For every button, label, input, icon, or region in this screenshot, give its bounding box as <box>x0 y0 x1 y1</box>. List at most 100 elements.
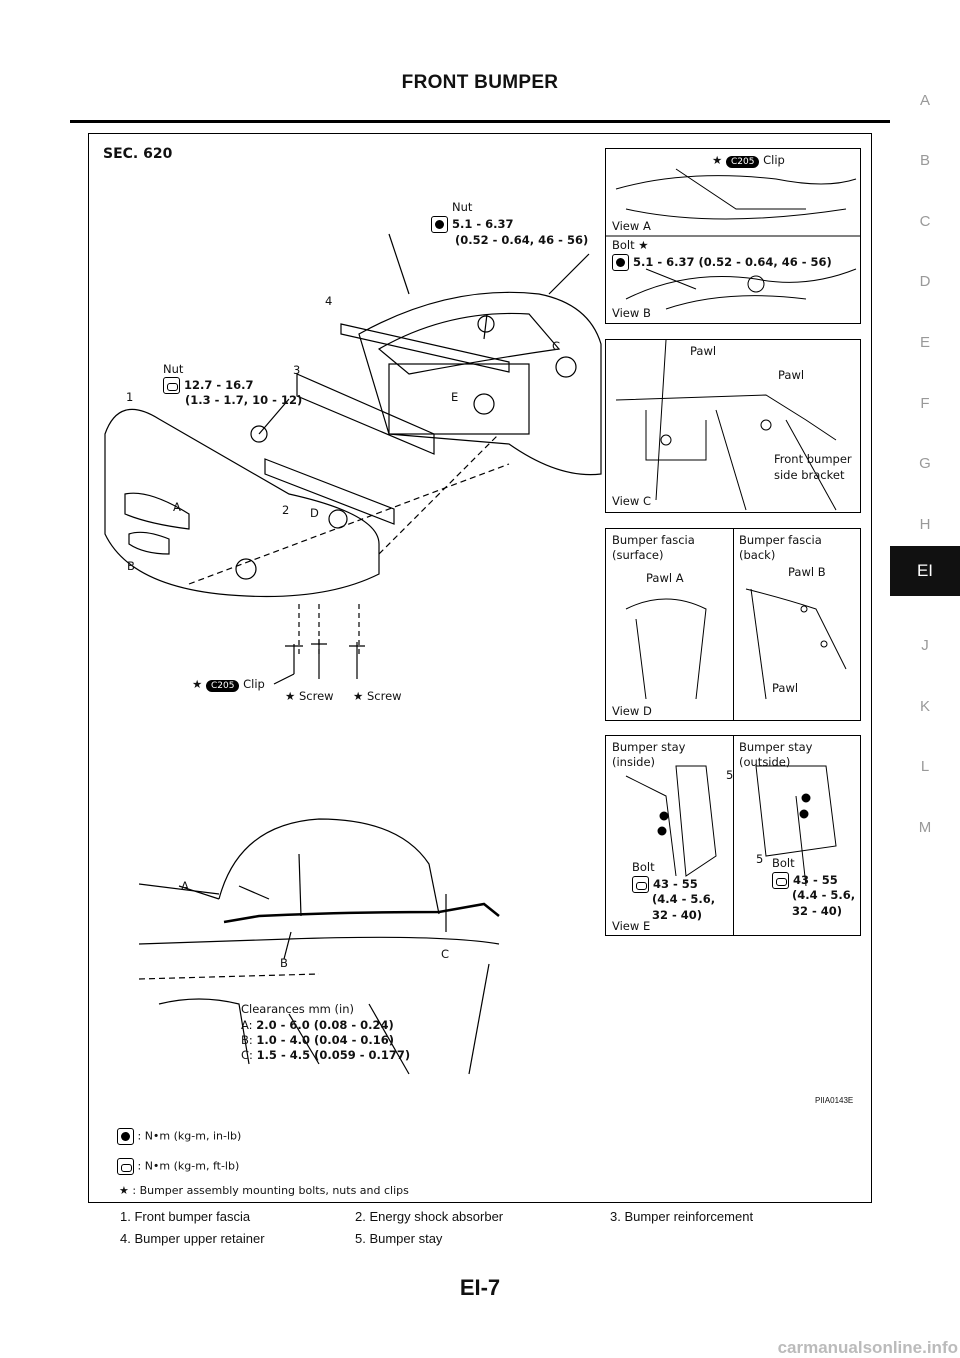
torque-wrench-ft-icon <box>632 876 649 893</box>
view-d-illustration <box>625 588 847 700</box>
view-d-divider <box>733 529 734 720</box>
view-e-bolt-right: Bolt <box>772 856 795 870</box>
star-icon <box>712 153 722 167</box>
clearance-title: Clearances mm (in) <box>241 1002 354 1016</box>
view-e-torque-l-2: (4.4 - 5.6, <box>652 892 716 906</box>
view-d-caption: View D <box>612 704 652 718</box>
legend-row-3: : Bumper assembly mounting bolts, nuts a… <box>132 1184 409 1197</box>
clearance-b-value: 1.0 - 4.0 (0.04 - 0.16) <box>256 1033 394 1047</box>
part-4: 4. Bumper upper retainer <box>120 1231 265 1246</box>
tab-e[interactable]: E <box>919 334 930 351</box>
watermark: carmanualsonline.info <box>777 1338 958 1357</box>
view-d-panel: Bumper fascia (surface) Bumper fascia (b… <box>605 528 861 721</box>
view-b-torque: 5.1 - 6.37 (0.52 - 0.64, 46 - 56) <box>633 255 832 269</box>
view-b-bolt-label: Bolt <box>612 238 635 252</box>
screw-label-2: Screw <box>366 689 402 703</box>
clearance-a-key: A: <box>241 1018 253 1032</box>
tab-ei-active[interactable]: EI <box>890 546 960 596</box>
callout-d: D <box>310 506 319 520</box>
view-c-panel: Pawl Pawl Front bumper side bracket View… <box>605 339 861 513</box>
tab-f[interactable]: F <box>920 395 930 412</box>
torque-wrench-ft-icon <box>117 1158 134 1175</box>
figure-frame: SEC. 620 <box>88 133 872 1203</box>
nut-top-torque-2: (0.52 - 0.64, 46 - 56) <box>455 233 589 247</box>
clearance-illustration <box>139 818 500 1075</box>
callout-2: 2 <box>282 503 290 517</box>
view-c-pawl-2: Pawl <box>778 368 805 382</box>
star-icon <box>119 1184 129 1197</box>
nut-left-torque-2: (1.3 - 1.7, 10 - 12) <box>185 393 303 407</box>
callout-3: 3 <box>293 363 301 377</box>
part-5: 5. Bumper stay <box>355 1231 443 1246</box>
view-e-torque-l-1: 43 - 55 <box>653 877 698 891</box>
tab-d[interactable]: D <box>919 273 931 290</box>
screw-label-1: Screw <box>298 689 334 703</box>
tab-g[interactable]: G <box>919 455 931 472</box>
tab-a[interactable]: A <box>919 92 930 109</box>
view-c-caption: View C <box>612 494 651 508</box>
view-e-torque-r-3: 32 - 40) <box>792 904 843 918</box>
star-icon <box>192 677 202 691</box>
torque-wrench-ft-icon <box>163 377 180 394</box>
view-e-right-title-2: (outside) <box>739 755 791 769</box>
part-3: 3. Bumper reinforcement <box>610 1209 754 1224</box>
torque-wrench-ft-icon <box>772 872 789 889</box>
tab-j[interactable]: J <box>921 637 929 654</box>
nut-left-torque-1: 12.7 - 16.7 <box>184 378 254 392</box>
clearance-a-value: 2.0 - 6.0 (0.08 - 0.24) <box>256 1018 394 1032</box>
view-ab-panel: C205 Clip View A Bolt 5.1 - 6.37 (0.52 -… <box>605 148 861 324</box>
view-a-caption: View A <box>612 219 651 233</box>
exploded-bumper-illustration <box>104 233 602 685</box>
view-a-clip-label: Clip <box>763 153 785 167</box>
callout-e: E <box>451 390 459 404</box>
part-2: 2. Energy shock absorber <box>355 1209 504 1224</box>
view-c-pawl-1: Pawl <box>690 344 717 358</box>
callout-c: C <box>552 339 561 353</box>
view-d-right-title-2: (back) <box>739 548 776 562</box>
torque-wrench-icon <box>117 1128 134 1145</box>
tab-c[interactable]: C <box>919 213 931 230</box>
callout-1: 1 <box>126 390 134 404</box>
clip-label: Clip <box>243 677 265 691</box>
legend-row-1: : N•m (kg-m, in-lb) <box>137 1129 242 1143</box>
callout-b: B <box>127 559 135 573</box>
view-e-illustration <box>625 765 837 887</box>
figure-id-code: PIIA0143E <box>815 1096 854 1105</box>
page-title: FRONT BUMPER <box>401 72 559 93</box>
view-e-left-title-1: Bumper stay <box>612 740 686 754</box>
legend-row-2: : N•m (kg-m, ft-lb) <box>137 1159 240 1173</box>
view-e-panel: Bumper stay (inside) Bumper stay (outsid… <box>605 735 861 936</box>
view-b-caption: View B <box>612 306 651 320</box>
view-e-bolt-left: Bolt <box>632 860 655 874</box>
tab-b[interactable]: B <box>919 152 930 169</box>
view-d-left-title-1: Bumper fascia <box>612 533 695 547</box>
view-e-torque-l-3: 32 - 40) <box>652 908 703 922</box>
nut-top-torque-1: 5.1 - 6.37 <box>452 217 514 231</box>
view-d-pawl-a: Pawl A <box>646 571 684 585</box>
view-d-right-title-1: Bumper fascia <box>739 533 822 547</box>
view-e-torque-r-2: (4.4 - 5.6, <box>792 888 856 902</box>
callout-a: A <box>173 500 181 514</box>
tab-k[interactable]: K <box>919 698 930 715</box>
view-d-left-title-2: (surface) <box>612 548 664 562</box>
clearance-label-a: A <box>181 879 189 893</box>
view-e-num-5b: 5 <box>756 852 764 866</box>
nut-top-label: Nut <box>452 200 473 214</box>
tab-l[interactable]: L <box>920 758 930 775</box>
tab-h[interactable]: H <box>919 516 931 533</box>
tab-m[interactable]: M <box>918 819 932 836</box>
view-d-pawl: Pawl <box>772 681 799 695</box>
header-rule <box>70 120 890 123</box>
clearance-c-key: C: <box>241 1048 253 1062</box>
clearance-label-c: C <box>441 947 450 961</box>
view-e-left-title-2: (inside) <box>612 755 656 769</box>
clearance-label-b: B <box>280 956 288 970</box>
view-c-bracket-2: side bracket <box>774 468 845 482</box>
callout-4: 4 <box>325 294 333 308</box>
view-e-num-5a: 5 <box>726 768 734 782</box>
torque-wrench-icon <box>431 216 448 233</box>
view-c-bracket-1: Front bumper <box>774 452 852 466</box>
part-1: 1. Front bumper fascia <box>120 1209 251 1224</box>
view-e-torque-r-1: 43 - 55 <box>793 873 838 887</box>
page-number: EI-7 <box>459 1275 501 1300</box>
